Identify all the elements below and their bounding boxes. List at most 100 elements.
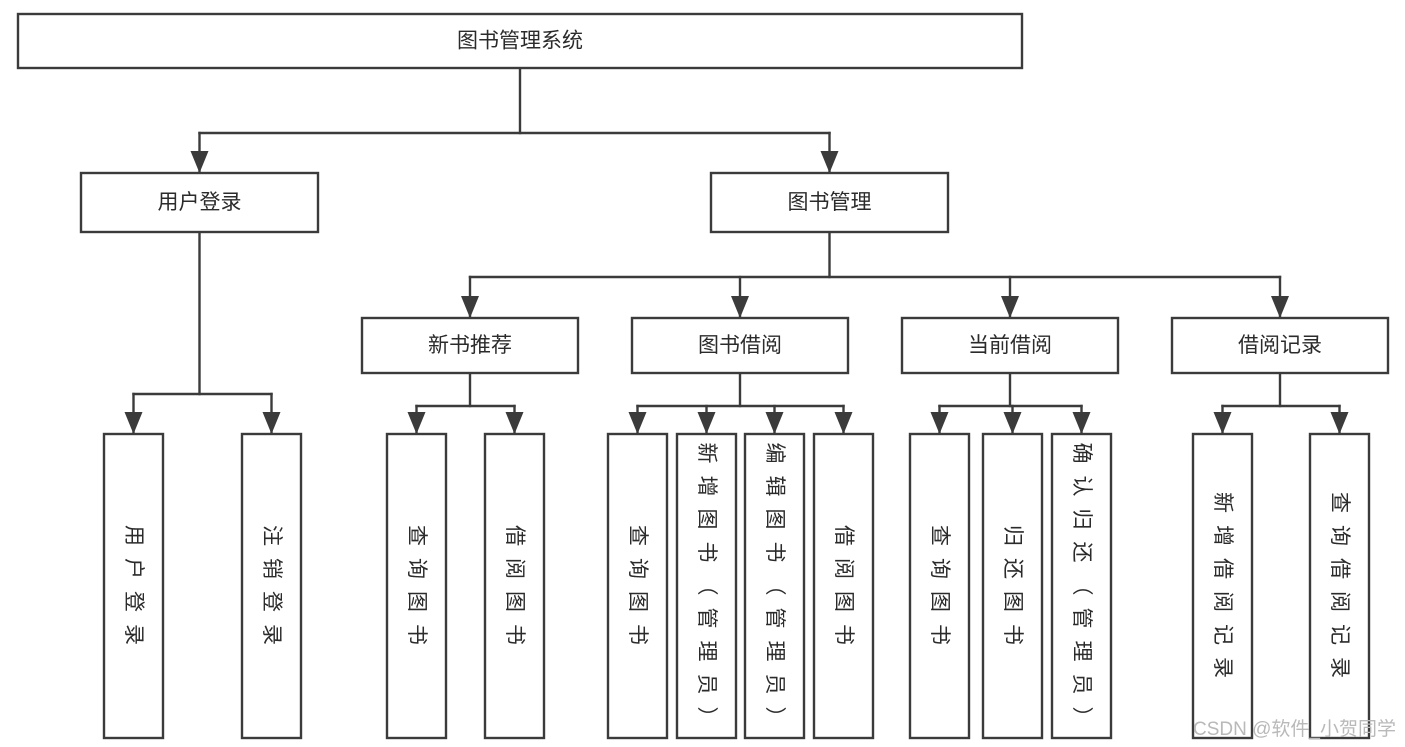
- node-label-user-login: 用户登录: [158, 191, 242, 214]
- node-label-leaf-add-book-char-0: 新: [695, 443, 718, 466]
- node-box-leaf-query-book-1: [385, 432, 448, 740]
- node-label-leaf-edit-book-char-0: 编: [763, 443, 786, 466]
- node-label-leaf-borrow-book-2-char-2: 图: [832, 591, 855, 614]
- node-label-leaf-confirm-return-char-5: 管: [1070, 608, 1093, 631]
- nodes-layer: 图书管理系统用户登录图书管理新书推荐图书借阅当前借阅借阅记录用户登录注销登录查询…: [16, 12, 1390, 740]
- node-label-leaf-add-book-char-6: 理: [695, 641, 718, 664]
- arrow-head-icon: [461, 296, 479, 318]
- arrow-head-icon: [124, 412, 143, 434]
- node-box-leaf-query-borrow-record: [1308, 432, 1371, 740]
- arrow-head-icon: [731, 296, 749, 318]
- node-label-leaf-edit-book-char-4: （: [763, 575, 786, 598]
- node-leaf-user-login[interactable]: 用户登录: [102, 432, 165, 740]
- node-label-leaf-add-borrow-record-char-2: 借: [1211, 558, 1234, 581]
- node-borrow-records[interactable]: 借阅记录: [1170, 316, 1390, 375]
- node-label-leaf-add-book-char-4: （: [695, 575, 718, 598]
- node-label-leaf-edit-book-char-7: 员: [763, 674, 786, 697]
- node-label-leaf-add-book-char-1: 增: [695, 476, 718, 499]
- node-label-leaf-logout-char-2: 登: [260, 591, 283, 614]
- node-box-book-management: [709, 171, 950, 234]
- node-box-leaf-borrow-book-2: [812, 432, 875, 740]
- node-root[interactable]: 图书管理系统: [16, 12, 1024, 70]
- node-box-book-borrow: [630, 316, 850, 375]
- node-box-leaf-logout: [240, 432, 303, 740]
- node-label-leaf-borrow-book-2-char-3: 书: [832, 624, 855, 647]
- node-label-leaf-add-borrow-record-char-3: 阅: [1211, 591, 1234, 614]
- arrow-head-icon: [505, 412, 524, 434]
- node-label-leaf-confirm-return-char-8: ）: [1070, 707, 1093, 730]
- node-label-leaf-query-book-2-char-3: 书: [626, 624, 649, 647]
- arrow-head-icon: [1001, 296, 1019, 318]
- node-label-leaf-query-book-3-char-3: 书: [928, 624, 951, 647]
- node-label-leaf-query-borrow-record-char-1: 询: [1328, 525, 1351, 548]
- node-label-leaf-confirm-return-char-0: 确: [1070, 443, 1093, 466]
- node-label-leaf-borrow-book-2-char-0: 借: [832, 525, 855, 548]
- node-book-borrow[interactable]: 图书借阅: [630, 316, 850, 375]
- node-box-root: [16, 12, 1024, 70]
- arrow-head-icon: [1072, 412, 1091, 434]
- connectors-layer: [124, 66, 1349, 436]
- node-label-leaf-add-borrow-record-char-1: 增: [1211, 525, 1234, 548]
- node-box-leaf-query-book-3: [908, 432, 971, 740]
- node-label-current-borrow: 当前借阅: [968, 334, 1052, 357]
- node-book-management[interactable]: 图书管理: [709, 171, 950, 234]
- node-label-leaf-add-book-char-3: 书: [695, 542, 718, 565]
- node-current-borrow[interactable]: 当前借阅: [900, 316, 1120, 375]
- node-label-leaf-edit-book-char-3: 书: [763, 542, 786, 565]
- node-label-leaf-query-borrow-record-char-3: 阅: [1328, 591, 1351, 614]
- node-label-leaf-add-borrow-record-char-4: 记: [1211, 624, 1234, 647]
- csdn-watermark: CSDN @软件_小贺同学: [1193, 718, 1396, 740]
- node-label-leaf-query-book-1-char-3: 书: [405, 624, 428, 647]
- arrow-head-icon: [1003, 412, 1022, 434]
- node-label-leaf-borrow-book-1-char-1: 阅: [503, 558, 526, 581]
- node-label-leaf-query-borrow-record-char-2: 借: [1328, 558, 1351, 581]
- node-box-leaf-user-login: [102, 432, 165, 740]
- node-new-book-recommend[interactable]: 新书推荐: [360, 316, 580, 375]
- arrow-head-icon: [628, 412, 647, 434]
- node-box-leaf-add-book: [675, 432, 738, 740]
- arrow-head-icon: [834, 412, 853, 434]
- node-label-leaf-user-login-char-0: 用: [122, 525, 145, 548]
- node-label-book-management: 图书管理: [788, 191, 872, 214]
- node-label-leaf-edit-book-char-2: 图: [763, 509, 786, 532]
- node-label-leaf-edit-book-char-5: 管: [763, 608, 786, 631]
- arrow-head-icon: [1330, 412, 1349, 434]
- node-label-leaf-logout-char-1: 销: [260, 558, 283, 581]
- node-label-leaf-query-book-3-char-1: 询: [928, 558, 951, 581]
- node-label-leaf-edit-book-char-1: 辑: [763, 476, 786, 499]
- arrow-head-icon: [765, 412, 784, 434]
- node-label-borrow-records: 借阅记录: [1238, 334, 1322, 357]
- node-label-leaf-return-book-char-1: 还: [1001, 558, 1024, 581]
- node-label-leaf-add-book-char-2: 图: [695, 509, 718, 532]
- node-box-leaf-edit-book: [743, 432, 806, 740]
- node-box-new-book-recommend: [360, 316, 580, 375]
- node-label-leaf-confirm-return-char-6: 理: [1070, 641, 1093, 664]
- node-box-leaf-return-book: [981, 432, 1044, 740]
- node-label-leaf-query-book-1-char-2: 图: [405, 591, 428, 614]
- node-label-leaf-add-book-char-5: 管: [695, 608, 718, 631]
- node-label-leaf-confirm-return-char-7: 员: [1070, 674, 1093, 697]
- node-box-user-login: [79, 171, 320, 234]
- arrow-head-icon: [1213, 412, 1232, 434]
- node-label-leaf-confirm-return-char-2: 归: [1070, 509, 1093, 532]
- node-label-leaf-confirm-return-char-3: 还: [1070, 542, 1093, 565]
- node-label-leaf-edit-book-char-8: ）: [763, 707, 786, 730]
- node-label-leaf-add-book-char-8: ）: [695, 707, 718, 730]
- node-label-root: 图书管理系统: [457, 30, 583, 53]
- node-user-login[interactable]: 用户登录: [79, 171, 320, 234]
- node-box-leaf-borrow-book-1: [483, 432, 546, 740]
